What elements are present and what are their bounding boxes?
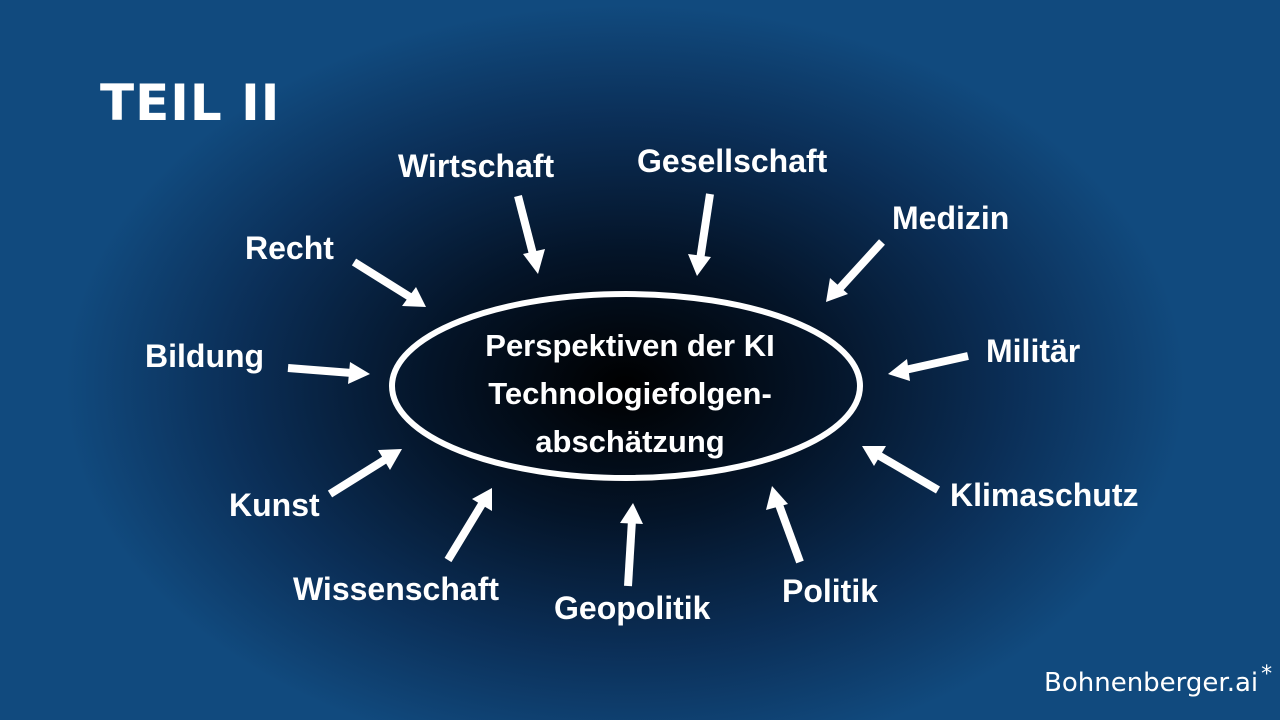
center-ellipse bbox=[389, 291, 863, 481]
arrowhead-wissenschaft bbox=[472, 488, 492, 511]
center-label-line-3: abschätzung bbox=[535, 424, 725, 459]
arrowhead-klimaschutz bbox=[862, 446, 886, 466]
arrow-wissenschaft bbox=[444, 501, 486, 563]
topic-gesellschaft: Gesellschaft bbox=[637, 143, 828, 179]
topic-bildung: Bildung bbox=[145, 338, 265, 374]
arrowhead-kunst bbox=[378, 449, 402, 470]
brand-name: Bohnenberger.ai bbox=[1044, 668, 1259, 698]
arrowhead-recht bbox=[402, 287, 426, 307]
arrowhead-geopolitik bbox=[620, 503, 643, 524]
brand-star-icon: * bbox=[1261, 662, 1273, 687]
topic-recht: Recht bbox=[245, 230, 334, 266]
arrow-wirtschaft bbox=[514, 195, 538, 259]
topic-medizin: Medizin bbox=[892, 200, 1010, 236]
arrow-kunst bbox=[327, 455, 389, 498]
arrow-politik bbox=[774, 500, 804, 564]
slide-title: TEIL II bbox=[100, 74, 281, 132]
arrow-geopolitik bbox=[624, 519, 636, 587]
arrowhead-gesellschaft bbox=[688, 254, 711, 276]
arrow-medizin bbox=[837, 239, 885, 291]
center-label: Perspektiven der KI Technologiefolgen- a… bbox=[400, 322, 860, 466]
arrowhead-medizin bbox=[826, 278, 848, 302]
topic-wirtschaft: Wirtschaft bbox=[398, 148, 555, 184]
arrowhead-militaer bbox=[888, 359, 910, 381]
topic-wissenschaft: Wissenschaft bbox=[293, 571, 499, 607]
arrow-bildung bbox=[287, 364, 353, 377]
arrowhead-politik bbox=[766, 486, 788, 510]
arrow-gesellschaft bbox=[696, 193, 714, 261]
arrow-militaer bbox=[904, 352, 969, 374]
arrowhead-wirtschaft bbox=[523, 249, 545, 274]
topic-politik: Politik bbox=[782, 573, 879, 609]
topic-klimaschutz: Klimaschutz bbox=[950, 477, 1139, 513]
arrowhead-bildung bbox=[348, 362, 370, 384]
topic-geopolitik: Geopolitik bbox=[554, 590, 711, 626]
center-label-line-2: Technologiefolgen- bbox=[488, 376, 772, 411]
arrow-klimaschutz bbox=[875, 451, 941, 494]
arrow-recht bbox=[351, 258, 413, 301]
brand-logo: Bohnenberger.ai* bbox=[1044, 662, 1272, 698]
topic-militaer: Militär bbox=[986, 333, 1081, 369]
topic-kunst: Kunst bbox=[229, 487, 320, 523]
center-label-line-1: Perspektiven der KI bbox=[485, 328, 775, 363]
